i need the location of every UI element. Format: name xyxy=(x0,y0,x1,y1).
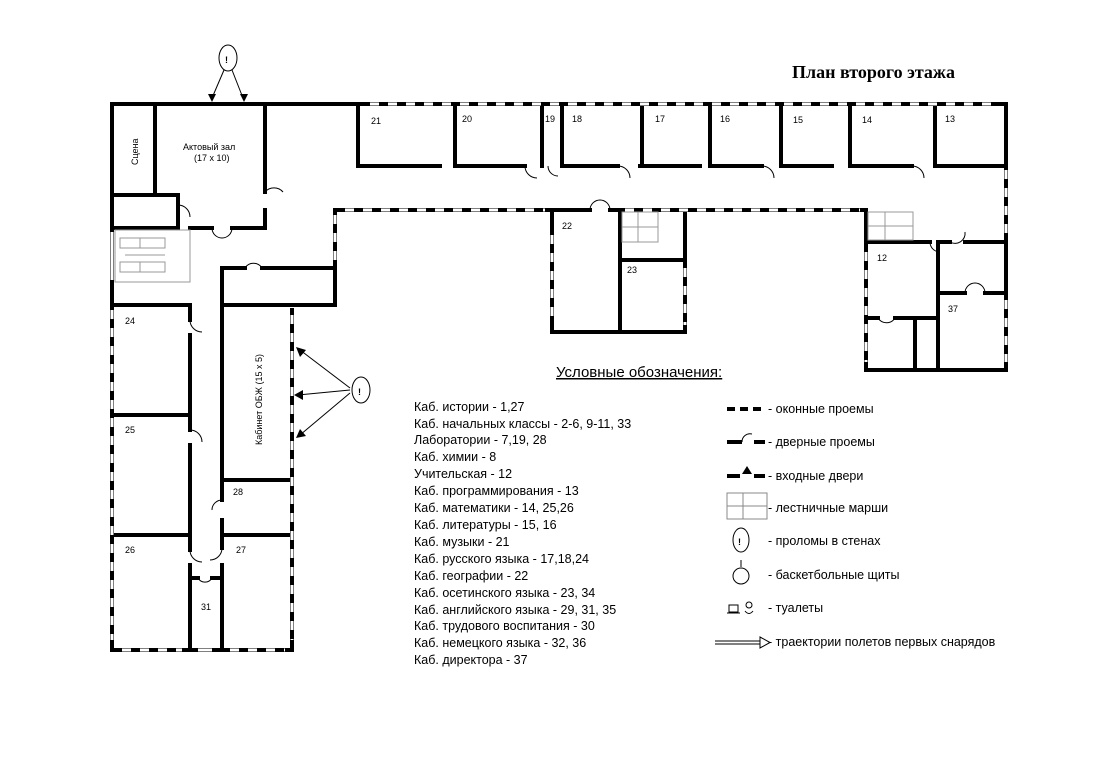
room-label-stage: Сцена xyxy=(130,138,140,165)
cabinet-list-item: Каб. истории - 1,27 xyxy=(414,400,525,414)
stairwell-center xyxy=(621,211,659,243)
breach-mark-right: ! xyxy=(358,387,361,397)
staircase-symbol xyxy=(726,492,768,520)
breach-mark-legend: ! xyxy=(738,537,741,547)
room-label-31: 31 xyxy=(201,602,211,612)
basketball-hoop-symbol xyxy=(732,560,750,585)
cabinet-list-item: Каб. программирования - 13 xyxy=(414,484,579,498)
legend-symbol-label: - туалеты xyxy=(768,601,823,615)
room-label-15: 15 xyxy=(793,115,803,125)
room-label-12: 12 xyxy=(877,253,887,263)
room-label-37: 37 xyxy=(948,304,958,314)
room-label-25: 25 xyxy=(125,425,135,435)
stairwell-west xyxy=(114,229,191,283)
room-label-23: 23 xyxy=(627,265,637,275)
window-openings xyxy=(110,102,1008,652)
legend-symbol-label: - оконные проемы xyxy=(768,402,874,416)
cabinet-list-item: Каб. немецкого языка - 32, 36 xyxy=(414,636,586,650)
cabinet-list-item: Каб. математики - 14, 25,26 xyxy=(414,501,574,515)
room-label-14: 14 xyxy=(862,115,872,125)
room-label-17: 17 xyxy=(655,114,665,124)
toilet-symbol xyxy=(727,601,754,614)
legend-symbols: - оконные проемы - дверные проемы - вход… xyxy=(715,402,996,649)
window-openings-left-hall xyxy=(110,232,212,652)
room-label-28: 28 xyxy=(233,487,243,497)
plan-title: План второго этажа xyxy=(792,62,955,82)
room-label-27: 27 xyxy=(236,545,246,555)
cabinet-list-item: Каб. английского языка - 29, 31, 35 xyxy=(414,603,616,617)
room-label-22: 22 xyxy=(562,221,572,231)
cabinet-list-item: Каб. музыки - 21 xyxy=(414,535,510,549)
stairwell-east xyxy=(867,211,914,241)
entrance-door-symbol xyxy=(727,466,765,478)
cabinet-list-item: Каб. директора - 37 xyxy=(414,653,528,667)
legend-heading: Условные обозначения: xyxy=(556,364,722,381)
right-breach-marker: ! xyxy=(294,347,371,438)
room-label-16: 16 xyxy=(720,114,730,124)
legend-symbol-label: - баскетбольные щиты xyxy=(768,568,900,582)
legend-symbol-label: - лестничные марши xyxy=(768,501,888,515)
trajectory-arrow-symbol xyxy=(715,636,772,649)
cabinet-list-item: Лаборатории - 7,19, 28 xyxy=(414,433,547,447)
room-label-26: 26 xyxy=(125,545,135,555)
legend-symbol-label: - проломы в стенах xyxy=(768,534,881,548)
room-label-21: 21 xyxy=(371,116,381,126)
room-label-19: 19 xyxy=(545,114,555,124)
room-labels: Сцена Актовый зал (17 x 10) Кабинет ОБЖ … xyxy=(125,114,958,612)
room-label-20: 20 xyxy=(462,114,472,124)
legend-symbol-label: - входные двери xyxy=(768,469,863,483)
wall-breach-symbol: ! xyxy=(732,527,750,553)
cabinet-list-item: Учительская - 12 xyxy=(414,467,512,481)
top-breach-marker: ! xyxy=(208,44,248,102)
door-swings xyxy=(177,165,986,583)
cabinet-list-item: Каб. осетинского языка - 23, 34 xyxy=(414,586,595,600)
room-label-hall: Актовый зал xyxy=(183,142,235,152)
legend-symbol-label: - дверные проемы xyxy=(768,435,875,449)
room-label-24: 24 xyxy=(125,316,135,326)
cabinet-list-item: Каб. трудового воспитания - 30 xyxy=(414,619,595,633)
room-label-obzh: Кабинет ОБЖ (15 x 5) xyxy=(254,354,264,445)
cabinet-list-item: Каб. русского языка - 17,18,24 xyxy=(414,552,589,566)
room-label-hall-size: (17 x 10) xyxy=(194,153,230,163)
cabinet-list: Каб. истории - 1,27 Каб. начальных класс… xyxy=(414,400,631,667)
legend-symbol-label: - траектории полетов первых снарядов xyxy=(768,635,996,649)
cabinet-list-item: Каб. географии - 22 xyxy=(414,569,528,583)
door-opening-symbol xyxy=(727,433,765,444)
room-label-18: 18 xyxy=(572,114,582,124)
breach-mark-top: ! xyxy=(225,55,228,65)
cabinet-list-item: Каб. начальных классы - 2-6, 9-11, 33 xyxy=(414,417,631,431)
room-label-13: 13 xyxy=(945,114,955,124)
cabinet-list-item: Каб. химии - 8 xyxy=(414,450,496,464)
cabinet-list-item: Каб. литературы - 15, 16 xyxy=(414,518,557,532)
